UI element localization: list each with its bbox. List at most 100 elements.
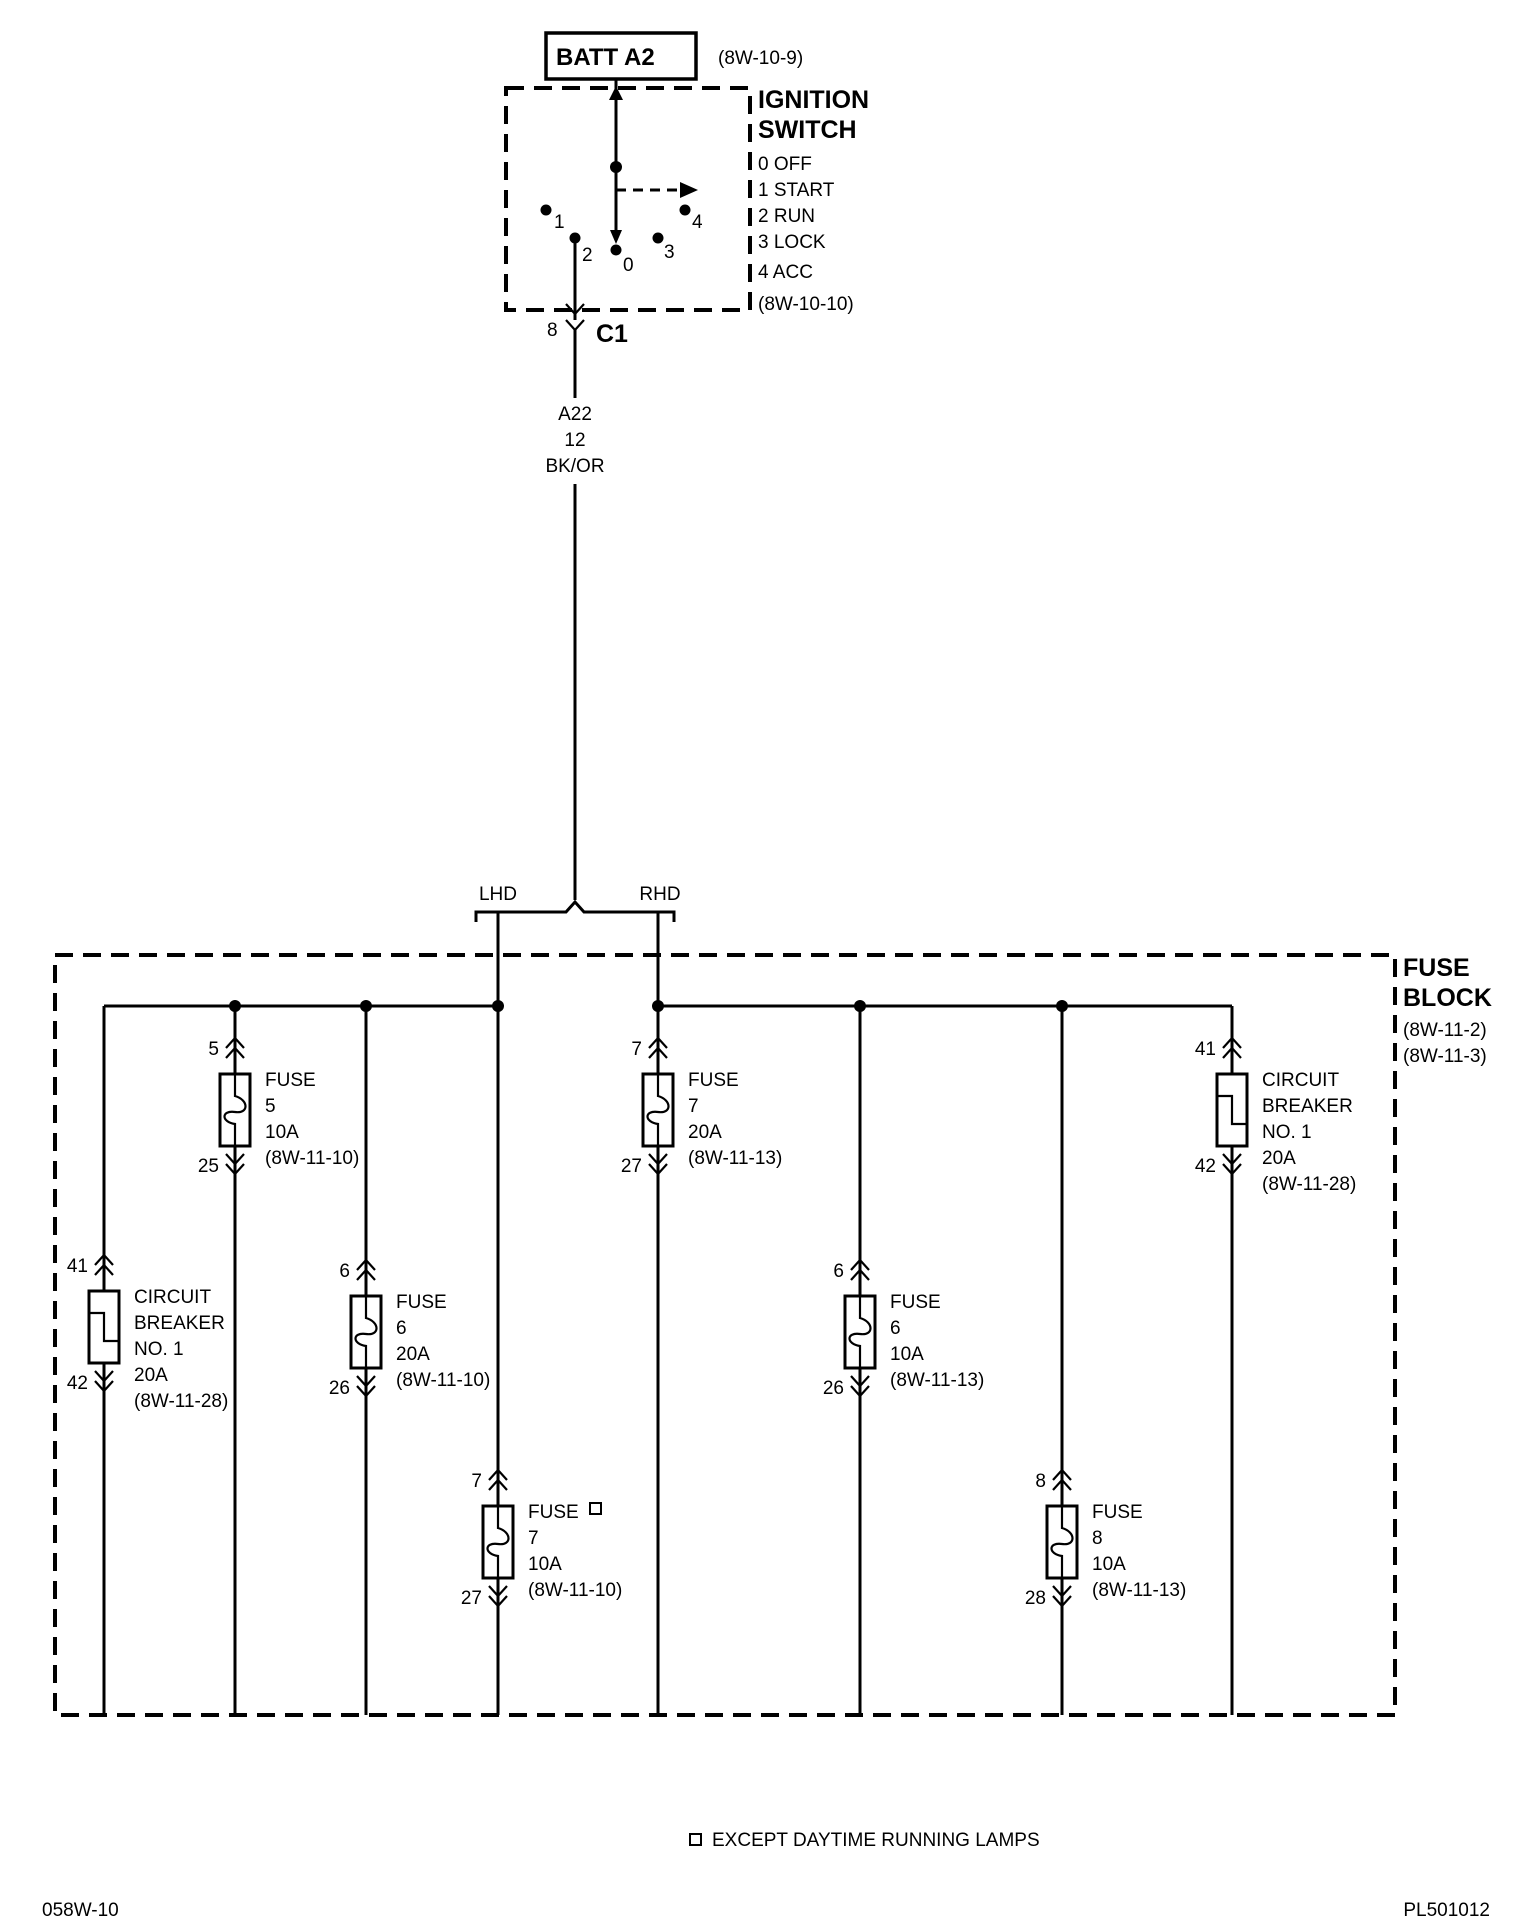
- device-label-line: (8W-11-28): [1262, 1174, 1356, 1195]
- device-label-line: 20A: [688, 1122, 722, 1143]
- pin-in-label: 6: [833, 1261, 844, 1282]
- device-label-line: FUSE: [1092, 1502, 1143, 1523]
- contact-label-3: 3: [664, 242, 675, 263]
- batt-a2-box: BATT A2: [544, 31, 698, 81]
- input-connector-icon: [94, 1253, 114, 1266]
- output-connector-icon: [225, 1163, 245, 1176]
- pin-out-label: 26: [823, 1378, 844, 1399]
- footer-right-code: PL501012: [1403, 1900, 1490, 1921]
- footer-left-code: 058W-10: [42, 1900, 119, 1921]
- footnote-marker-icon: [589, 1502, 602, 1515]
- device-label-line: FUSE: [688, 1070, 739, 1091]
- output-connector-icon: [648, 1163, 668, 1176]
- input-connector-icon: [1222, 1036, 1242, 1049]
- wiper-arrow-down-icon: [610, 230, 622, 244]
- wiper-pivot: [610, 161, 622, 173]
- device-label-line: 20A: [1262, 1148, 1296, 1169]
- lhd-label: LHD: [479, 884, 517, 905]
- device-label-line: FUSE: [890, 1292, 941, 1313]
- contact-label-4: 4: [692, 212, 703, 233]
- device-label-line: (8W-11-13): [1092, 1580, 1186, 1601]
- pin-out-label: 28: [1025, 1588, 1046, 1609]
- device-label-line: 20A: [134, 1365, 168, 1386]
- wire-gauge: 12: [564, 430, 585, 451]
- input-connector-icon: [356, 1258, 376, 1271]
- device-label-line: CIRCUIT: [1262, 1070, 1339, 1091]
- connector-pin-8: 8: [547, 320, 558, 341]
- output-connector-icon: [1052, 1585, 1072, 1598]
- device-label-line: 6: [396, 1318, 407, 1339]
- fuse-block-ref-1: (8W-11-2): [1403, 1020, 1487, 1041]
- device-label-line: (8W-11-13): [688, 1148, 782, 1169]
- device-label-line: 10A: [890, 1344, 924, 1365]
- input-connector-icon: [488, 1468, 508, 1481]
- device-label-line: CIRCUIT: [134, 1287, 211, 1308]
- fuse-element-icon: [1050, 1506, 1074, 1578]
- output-connector-icon: [1052, 1595, 1072, 1608]
- ignition-position-0: 0 OFF: [758, 154, 812, 175]
- output-connector-icon: [1222, 1163, 1242, 1176]
- pin-out-label: 26: [329, 1378, 350, 1399]
- pin-in-label: 8: [1035, 1471, 1046, 1492]
- pin-in-label: 6: [339, 1261, 350, 1282]
- breaker-branch: 41 42 CIRCUIT BREAKER NO. 1 20A (8W-11-28): [67, 1006, 228, 1715]
- device-label-line: (8W-11-28): [134, 1391, 228, 1412]
- pin-in-label: 7: [631, 1039, 642, 1060]
- contact-4: [679, 204, 691, 216]
- ignition-position-3: 3 LOCK: [758, 232, 826, 253]
- fuse-element-icon: [223, 1074, 247, 1146]
- output-connector-icon: [850, 1375, 870, 1388]
- rhd-label: RHD: [639, 884, 680, 905]
- output-connector-icon: [225, 1153, 245, 1166]
- pin-out-label: 25: [198, 1156, 219, 1177]
- contact-label-1: 1: [554, 212, 565, 233]
- breaker-element-icon: [1217, 1094, 1247, 1126]
- output-connector-icon: [94, 1370, 114, 1383]
- footnote-text: EXCEPT DAYTIME RUNNING LAMPS: [712, 1830, 1040, 1851]
- output-connector-icon: [488, 1585, 508, 1598]
- device-label-line: BREAKER: [1262, 1096, 1353, 1117]
- input-connector-icon: [648, 1036, 668, 1049]
- ignition-title-2: SWITCH: [758, 116, 857, 144]
- device-label-line: 10A: [528, 1554, 562, 1575]
- output-connector-icon: [648, 1153, 668, 1166]
- fuse-element-icon: [486, 1506, 510, 1578]
- output-connector-icon: [488, 1595, 508, 1608]
- input-connector-icon: [225, 1046, 245, 1059]
- pin-in-label: 5: [208, 1039, 219, 1060]
- batt-label: BATT A2: [556, 44, 655, 71]
- input-connector-icon: [850, 1268, 870, 1281]
- device-label-line: NO. 1: [134, 1339, 184, 1360]
- ignition-position-1: 1 START: [758, 180, 835, 201]
- device-label-line: BREAKER: [134, 1313, 225, 1334]
- footnote-marker-icon: [689, 1833, 702, 1846]
- breaker-element-icon: [89, 1311, 119, 1343]
- fuse-block-outline: [53, 953, 1397, 1717]
- fuse-block-title-2: BLOCK: [1403, 984, 1492, 1012]
- device-label-line: FUSE: [528, 1502, 579, 1523]
- pin-out-label: 42: [1195, 1156, 1216, 1177]
- ignition-switch-outline: [504, 86, 752, 312]
- output-connector-icon: [356, 1375, 376, 1388]
- pin-out-label: 27: [621, 1156, 642, 1177]
- pin-in-label: 7: [471, 1471, 482, 1492]
- output-connector-icon: [1222, 1153, 1242, 1166]
- rotation-arrow-icon: [680, 182, 698, 198]
- device-label-line: FUSE: [396, 1292, 447, 1313]
- device-label-line: FUSE: [265, 1070, 316, 1091]
- device-label-line: 7: [528, 1528, 539, 1549]
- input-connector-icon: [648, 1046, 668, 1059]
- input-connector-icon: [225, 1036, 245, 1049]
- fuse-branch: 7 27 FUSE 7 20A (8W-11-13): [621, 1006, 782, 1715]
- pin-in-label: 41: [67, 1256, 88, 1277]
- input-connector-icon: [850, 1258, 870, 1271]
- device-label-line: 6: [890, 1318, 901, 1339]
- contact-0: [610, 244, 622, 256]
- device-label-line: NO. 1: [1262, 1122, 1312, 1143]
- fuse-block-title-1: FUSE: [1403, 954, 1470, 982]
- pin-out-label: 42: [67, 1373, 88, 1394]
- device-label-line: 7: [688, 1096, 699, 1117]
